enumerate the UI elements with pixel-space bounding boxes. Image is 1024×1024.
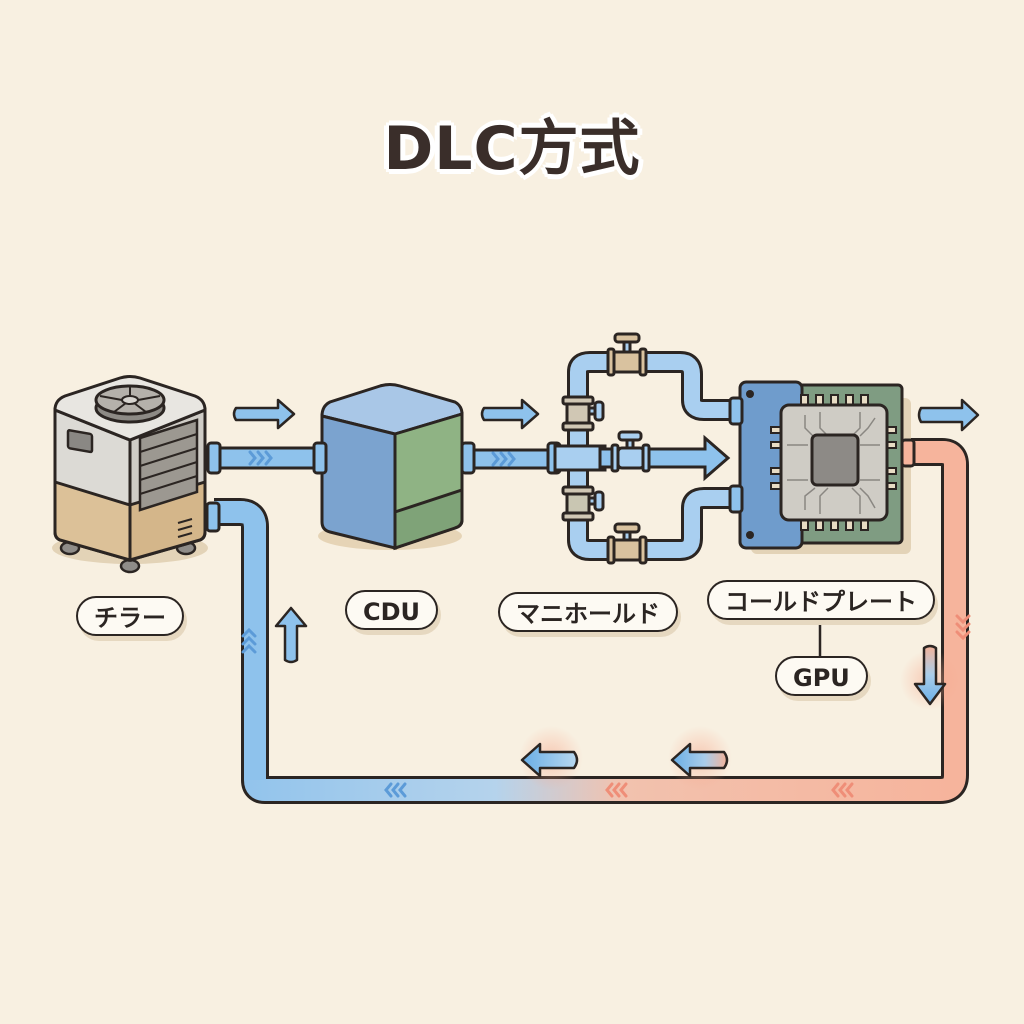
return-pipe-left-segment bbox=[214, 501, 266, 780]
fan-icon bbox=[94, 384, 166, 424]
chiller-panel bbox=[66, 429, 94, 454]
arrow-left-icon bbox=[670, 742, 729, 778]
chiller-unit bbox=[52, 375, 221, 574]
chip-pins bbox=[770, 394, 897, 531]
arrow-down-icon bbox=[913, 644, 947, 706]
chiller-label: チラー bbox=[76, 596, 184, 636]
circuit-traces bbox=[787, 412, 880, 514]
arrow-right-icon bbox=[480, 398, 540, 430]
valve-icon bbox=[610, 430, 651, 473]
cdu-unit bbox=[312, 383, 464, 551]
supply-pipe-chiller-cdu bbox=[206, 441, 324, 475]
valve-icon bbox=[561, 485, 605, 522]
vent-grille bbox=[138, 418, 199, 512]
diagram-title: DLC方式 bbox=[383, 114, 641, 184]
chevron-left-icon bbox=[384, 782, 407, 798]
manifold bbox=[553, 332, 735, 565]
chevron-up-icon bbox=[241, 627, 257, 654]
arrow-up-icon bbox=[274, 606, 308, 664]
arrow-left-icon bbox=[520, 742, 579, 778]
chevron-left-icon bbox=[605, 782, 628, 798]
cdu-label: CDU bbox=[345, 590, 439, 630]
arrow-right-icon bbox=[917, 398, 980, 432]
manifold-label: マニホールド bbox=[498, 592, 678, 632]
flow-chevrons bbox=[241, 614, 971, 798]
flow-arrows bbox=[232, 398, 980, 790]
valve-icon bbox=[606, 522, 648, 565]
cold-plate-assembly bbox=[728, 380, 916, 554]
gpu-die bbox=[810, 433, 860, 487]
chevron-left-icon bbox=[831, 782, 854, 798]
valve-icon bbox=[561, 395, 605, 432]
gpu-label: GPU bbox=[775, 656, 868, 696]
cold-plate-label: コールドプレート bbox=[707, 580, 935, 620]
valve-icon bbox=[606, 332, 648, 377]
return-pipe-right-segment bbox=[905, 441, 966, 775]
supply-pipe-cdu-manifold bbox=[460, 441, 562, 475]
arrow-right-icon bbox=[232, 398, 296, 430]
chevron-down-icon bbox=[955, 614, 971, 641]
chiller-foot bbox=[119, 558, 141, 574]
